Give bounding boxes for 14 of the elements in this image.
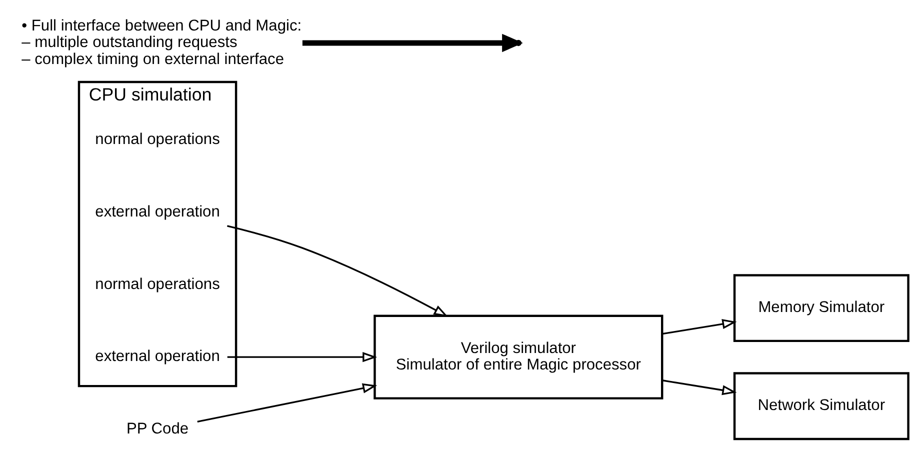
node-box: Network Simulator bbox=[733, 372, 910, 440]
node-text: normal operations bbox=[95, 276, 220, 293]
node-text: • Full interface between CPU and Magic: – multiple outstanding requests – complex timing on external interface bbox=[22, 17, 302, 68]
node-box: Memory Simulator bbox=[733, 274, 910, 342]
arrow bbox=[227, 225, 448, 317]
arrow bbox=[197, 383, 378, 422]
node-text: external operation bbox=[95, 348, 220, 366]
arrow bbox=[227, 352, 378, 362]
node-text: external operation bbox=[95, 203, 220, 220]
node-text: normal operations bbox=[95, 131, 220, 148]
node-box: Verilog simulator Simulator of entire Magic processor bbox=[374, 314, 664, 400]
arrow bbox=[662, 319, 737, 335]
node-text: PP Code bbox=[126, 420, 189, 438]
arrow bbox=[662, 380, 737, 396]
